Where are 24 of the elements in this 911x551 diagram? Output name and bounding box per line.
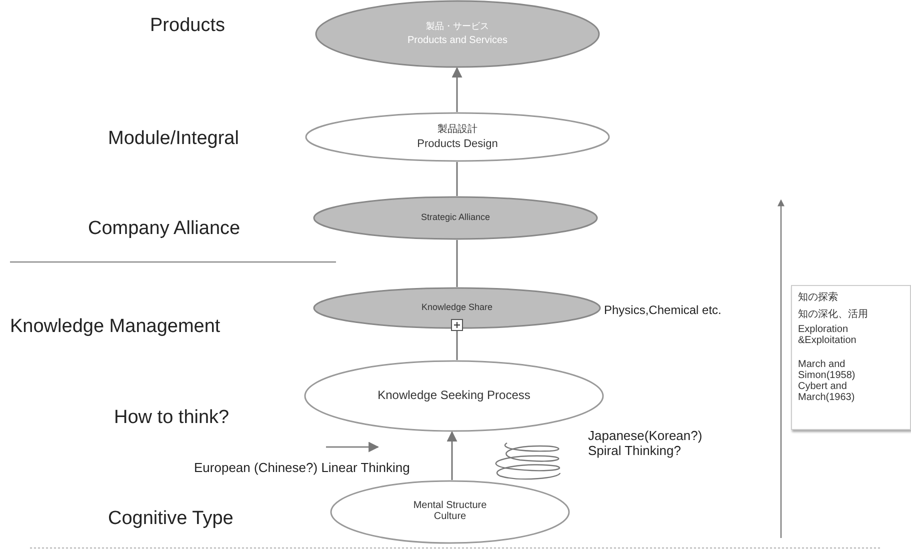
node-text: 知の深化、活用 [798, 308, 868, 321]
level-label: Cognitive Type [108, 508, 234, 530]
annotation-text: Japanese(Korean?) Spiral Thinking? [588, 428, 704, 458]
annotation-text: European (Chinese?) Linear Thinking [194, 460, 410, 475]
node-text: Exploration &Exploitation [798, 324, 858, 346]
node-text: 製品設計 [438, 122, 478, 136]
level-label: How to think? [114, 407, 230, 429]
node-text: Mental Structure Culture [412, 500, 488, 522]
node-text: Strategic Alliance [420, 212, 490, 222]
node-text: 製品・サービス [426, 20, 489, 33]
node-text: 知の探索 [798, 290, 838, 304]
level-label: Company Alliance [88, 218, 240, 240]
level-label: Products [150, 15, 225, 37]
node-text: March and Simon(1958) Cybert and March(1963) [798, 359, 856, 403]
annotation-text: Physics,Chemical etc. [604, 303, 722, 317]
connector-arrow [446, 430, 458, 480]
level-label: Module/Integral [108, 128, 239, 150]
node-text: Products Design [417, 138, 498, 150]
node-text: Knowledge Seeking Process [378, 388, 530, 402]
node-text: Knowledge Share [421, 302, 493, 312]
node-text: Products and Services [407, 35, 508, 46]
level-label: Knowledge Management [10, 316, 220, 338]
note-card [791, 285, 911, 430]
connector-arrow [452, 66, 462, 112]
